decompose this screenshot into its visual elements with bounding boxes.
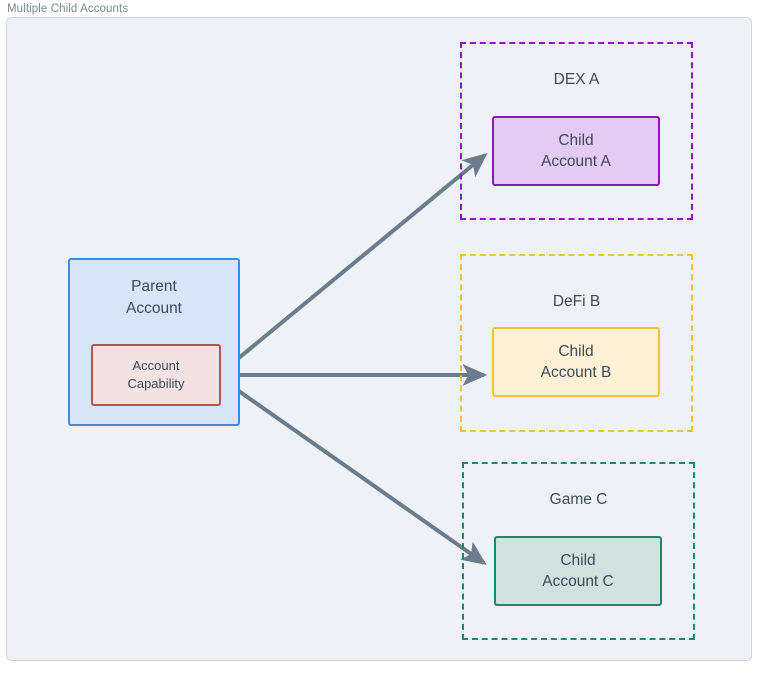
child-account-c-label-line1: Child xyxy=(560,552,596,569)
child-account-a-label-line2: Account A xyxy=(541,153,611,170)
group-defi-b[interactable]: DeFi B xyxy=(460,254,693,432)
group-defi-b-label: DeFi B xyxy=(552,293,601,310)
account-capability-box[interactable]: Account Capability xyxy=(91,344,221,406)
child-account-c-label-line2: Account C xyxy=(542,573,614,590)
account-capability-label-line2: Capability xyxy=(127,376,185,391)
child-account-a-box[interactable]: Child Account A xyxy=(492,116,660,186)
child-account-c-box[interactable]: Child Account C xyxy=(494,536,662,606)
child-account-a-label-line1: Child xyxy=(558,132,594,149)
diagram-title: Multiple Child Accounts xyxy=(7,3,129,15)
child-account-b-label-line1: Child xyxy=(558,343,594,360)
parent-account-box[interactable]: Parent Account Account Capability xyxy=(68,258,240,426)
child-account-b-label-line2: Account B xyxy=(540,364,612,381)
parent-account-label: Parent Account xyxy=(125,278,182,317)
group-dex-a[interactable]: DEX A xyxy=(460,42,693,220)
group-dex-a-label: DEX A xyxy=(553,71,600,88)
account-capability-label-line1: Account xyxy=(132,358,180,373)
group-game-c-label: Game C xyxy=(549,491,608,508)
child-account-b-box[interactable]: Child Account B xyxy=(492,327,660,397)
group-game-c[interactable]: Game C xyxy=(462,462,695,640)
